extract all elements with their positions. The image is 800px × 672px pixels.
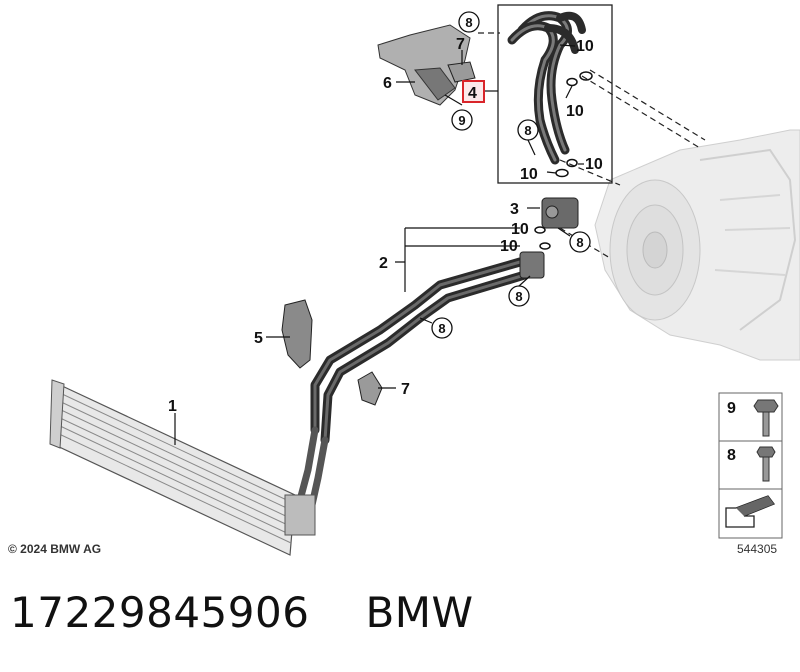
- arrow-icon: [725, 495, 776, 528]
- callout-10-left-a: 10: [511, 221, 529, 238]
- circled-callout-8-lower: 8: [431, 317, 453, 339]
- circled-callout-8-inset: 8: [517, 119, 539, 141]
- circled-callout-8-right: 8: [569, 231, 591, 253]
- oil-cooler-radiator: [49, 379, 316, 556]
- callout-4-highlight-box: [462, 80, 485, 103]
- callout-8-lower: 8: [438, 321, 445, 336]
- bolt-8-icon: [756, 446, 776, 482]
- callout-10-bottom-left: 10: [520, 166, 538, 183]
- o-rings: [534, 71, 593, 250]
- part-number: 17229845906: [10, 588, 310, 637]
- callout-3: 3: [510, 201, 519, 218]
- clip-7-lower: [357, 371, 383, 406]
- diagram-number: 544305: [737, 542, 778, 556]
- connector-block: [519, 197, 579, 279]
- transmission-housing: [594, 129, 800, 361]
- callout-10-bottom-right: 10: [585, 156, 603, 173]
- callout-10-left-b: 10: [500, 238, 518, 255]
- callout-10-mid: 10: [566, 103, 584, 120]
- callout-1: 1: [168, 398, 177, 415]
- parts-diagram: 1 2 3 5 6 7 7 10 10 10 10 10 10 4 9 8 8 …: [49, 4, 800, 556]
- legend-label-9: 9: [727, 400, 736, 417]
- oil-cooler-lines: [296, 257, 533, 509]
- circled-callout-9: 9: [451, 109, 473, 131]
- circled-callout-8-top: 8: [458, 11, 480, 33]
- legend-label-8: 8: [727, 447, 736, 464]
- callout-5: 5: [254, 330, 263, 347]
- callout-6: 6: [383, 75, 392, 92]
- inset-frame: [497, 4, 613, 184]
- footer-caption: 17229845906 BMW: [10, 588, 474, 637]
- callout-9: 9: [458, 113, 465, 128]
- callout-8-mid: 8: [515, 289, 522, 304]
- callout-4: 4: [468, 85, 477, 102]
- copyright-notice: © 2024 BMW AG: [8, 542, 102, 556]
- connection-dashed-lines: [478, 32, 706, 259]
- brand-name: BMW: [365, 588, 474, 637]
- callout-8-inset: 8: [524, 123, 531, 138]
- callout-10-top: 10: [576, 38, 594, 55]
- bracket-5: [281, 299, 313, 369]
- heat-shield-6: [377, 24, 471, 106]
- clip-7-upper: [447, 61, 476, 83]
- callout-8-top: 8: [465, 15, 472, 30]
- callout-2: 2: [379, 255, 388, 272]
- leader-lines: [174, 44, 584, 445]
- callout-8-right: 8: [576, 235, 583, 250]
- circled-callout-8-mid: 8: [508, 285, 530, 307]
- bolt-9-icon: [753, 399, 779, 437]
- fastener-legend: 9 8: [718, 392, 783, 539]
- callout-7-lower: 7: [401, 381, 410, 398]
- callout-7-upper: 7: [456, 36, 465, 53]
